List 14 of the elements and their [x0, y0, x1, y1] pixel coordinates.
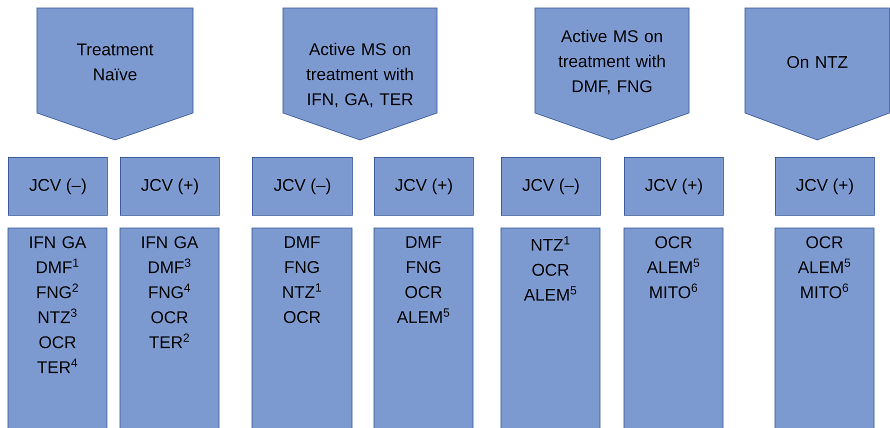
treatment-list-box: OCR ALEM$^{5}$ MITO$^{6}$	[624, 228, 724, 428]
jcv-box: JCV (–)	[8, 157, 108, 216]
treatment-list-box: DMF FNG OCR ALEM$^{5}$	[374, 228, 474, 428]
treatment-list-box: NTZ$^{1}$ OCR ALEM$^{5}$	[500, 228, 600, 428]
treatment-list-box: IFN GA DMF$^{3}$ FNG$^{4}$ OCR TER$^{2}$	[120, 228, 220, 428]
jcv-box: JCV (–)	[501, 157, 601, 216]
treatment-list-box: DMF FNG NTZ$^{1}$ OCR	[252, 228, 352, 428]
jcv-box: JCV (+)	[374, 157, 474, 216]
jcv-box: JCV (+)	[775, 157, 875, 216]
jcv-box: JCV (+)	[624, 157, 724, 216]
treatment-list-box: IFN GA DMF$^{1}$ FNG$^{2}$ NTZ$^{3}$ OCR TER$^{4}$	[8, 228, 108, 428]
jcv-box: JCV (–)	[252, 157, 353, 216]
treatment-list-box: OCR ALEM$^{5}$ MITO$^{6}$	[774, 228, 874, 428]
jcv-box: JCV (+)	[120, 157, 220, 216]
